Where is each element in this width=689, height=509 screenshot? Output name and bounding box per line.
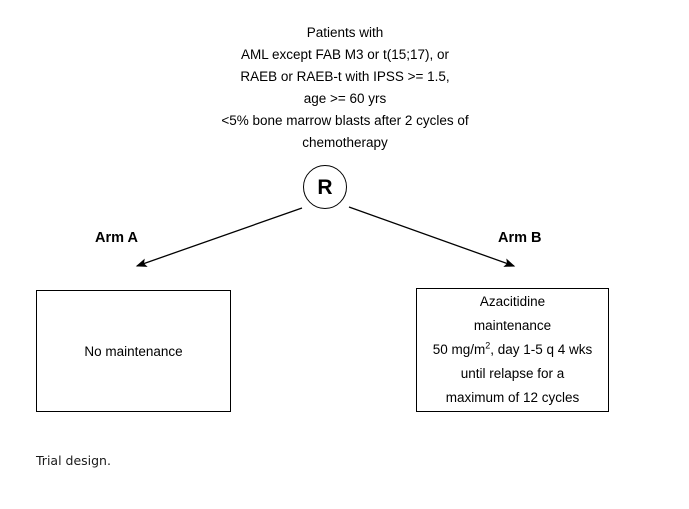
randomization-label: R — [317, 175, 333, 199]
arm-b-line-3: 50 mg/m2, day 1-5 q 4 wks — [433, 338, 593, 362]
eligibility-line-4: age >= 60 yrs — [303, 91, 387, 106]
eligibility-line-6: chemotherapy — [302, 135, 388, 150]
eligibility-line-5: <5% bone marrow blasts after 2 cycles of — [221, 113, 469, 128]
eligibility-line-2: AML except FAB M3 or t(15;17), or — [240, 47, 450, 62]
randomization-node: R — [303, 165, 347, 209]
eligibility-criteria-text: Patients with AML except FAB M3 or t(15;… — [140, 22, 550, 154]
eligibility-line-3: RAEB or RAEB-t with IPSS >= 1.5, — [240, 69, 450, 84]
arm-b-line-1: Azacitidine — [479, 294, 546, 309]
arm-b-line-4: until relapse for a — [460, 366, 565, 381]
arrow-to-arm-a — [135, 207, 303, 267]
arm-b-dose-superscript: 2 — [485, 340, 491, 351]
arm-a-treatment-box: No maintenance — [36, 290, 231, 412]
arm-a-label: Arm A — [95, 230, 138, 246]
arm-b-treatment-box: Azacitidine maintenance 50 mg/m2, day 1-… — [416, 288, 609, 412]
arm-a-treatment-text: No maintenance — [84, 343, 183, 359]
figure-caption: Trial design. — [36, 453, 111, 468]
arm-b-line-2: maintenance — [473, 318, 552, 333]
arm-b-dose-prefix: 50 mg/m — [432, 342, 486, 357]
arm-b-label: Arm B — [498, 230, 542, 246]
arm-b-line-5: maximum of 12 cycles — [445, 390, 580, 405]
arm-b-dose-suffix: , day 1-5 q 4 wks — [490, 342, 593, 357]
eligibility-line-1: Patients with — [306, 25, 384, 40]
arrow-to-arm-b — [348, 206, 516, 267]
